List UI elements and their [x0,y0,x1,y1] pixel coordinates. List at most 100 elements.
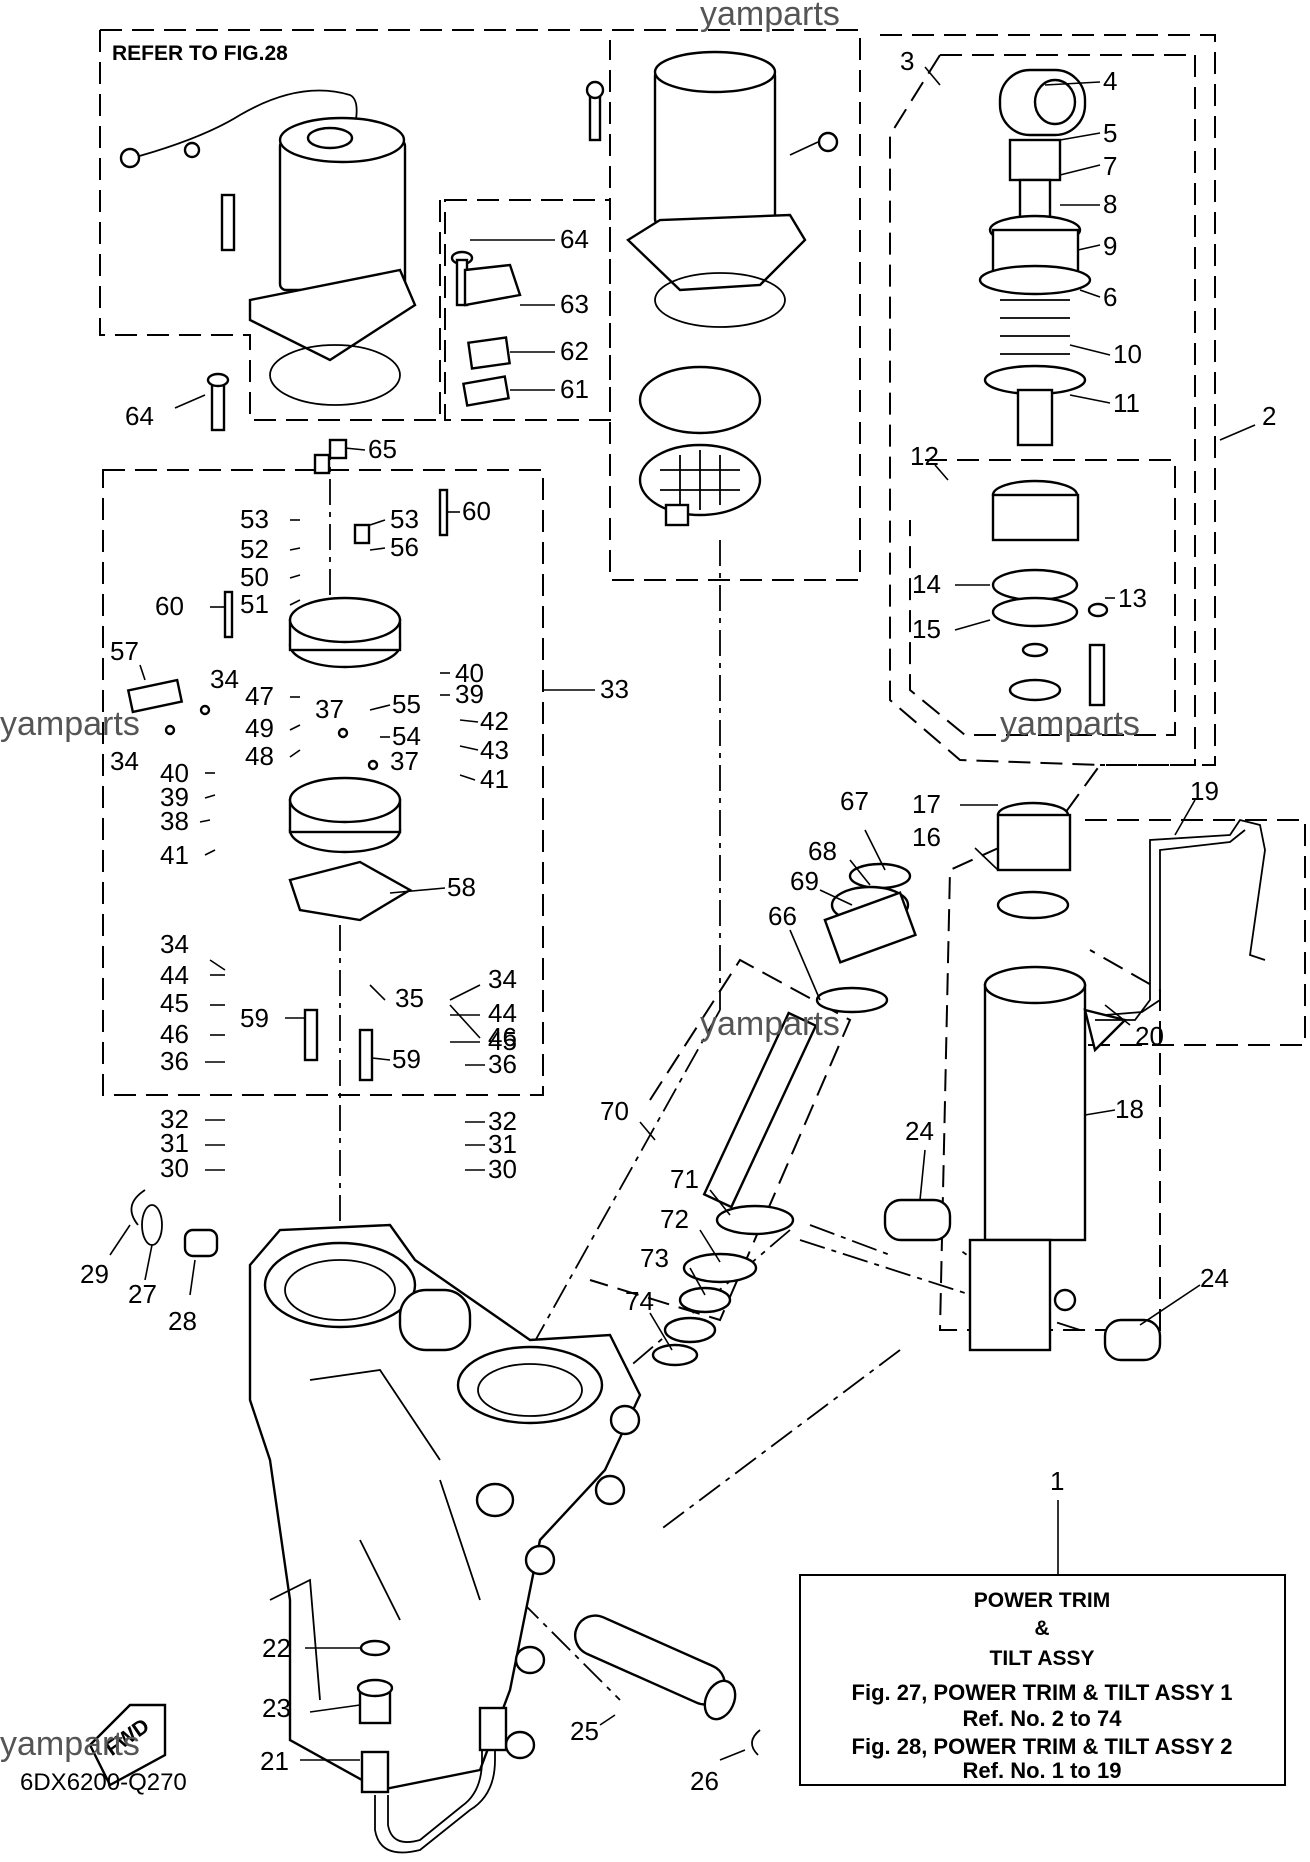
callout: 24 [905,1116,934,1146]
callout: 48 [245,741,274,771]
tilt-cylinder-assembly [883,68,1266,1362]
callout: 25 [570,1716,599,1746]
callout: 35 [395,983,424,1013]
callout: 18 [1115,1094,1144,1124]
callout: 49 [245,713,274,743]
motor-refer-fig28 [119,89,417,406]
callout: 59 [240,1003,269,1033]
callout: 45 [488,1026,517,1056]
callout: 62 [560,336,589,366]
callout: 72 [660,1204,689,1234]
callout: 24 [1200,1263,1229,1293]
diagram-code: 6DX6200-Q270 [20,1769,187,1796]
callout: 42 [480,706,509,736]
legend-title-2: & [1034,1617,1049,1640]
bottom-fittings [88,1189,761,1854]
callout: 19 [1190,776,1219,806]
callout: 34 [210,664,239,694]
callout: 44 [488,998,517,1028]
callout: 40 [455,658,484,688]
callout: 56 [390,532,419,562]
callout: 33 [600,674,629,704]
callout: 13 [1118,583,1147,613]
callout: 53 [390,504,419,534]
callout: 58 [447,872,476,902]
callout: 39 [160,782,189,812]
callout: 47 [245,681,274,711]
legend-fig27: Fig. 27, POWER TRIM & TILT ASSY 1 [852,1680,1233,1705]
callout: 41 [480,764,509,794]
callout: 10 [1113,339,1142,369]
callout: 27 [128,1279,157,1309]
callout: 37 [390,746,419,776]
callout: 60 [155,591,184,621]
callout: 46 [160,1019,189,1049]
callout: 9 [1103,231,1117,261]
callout: 2 [1262,401,1276,431]
callout: 7 [1103,151,1117,181]
callout: 31 [160,1128,189,1158]
callout: 74 [625,1286,654,1316]
main-housing [248,1223,737,1792]
legend: 1 POWER TRIM & TILT ASSY Fig. 27, POWER … [799,1466,1286,1786]
callout: 52 [240,534,269,564]
valve-body-assembly [126,250,522,1082]
piston-rod-assembly [651,862,917,1367]
watermark: yamparts [1000,705,1140,743]
callouts: 4 5 7 8 9 6 10 11 2 3 12 13 14 15 16 17 … [80,46,1276,1796]
callout: 36 [488,1049,517,1079]
callout: 20 [1135,1021,1164,1051]
callout: 65 [368,434,397,464]
callout: 12 [910,441,939,471]
callout: 29 [80,1259,109,1289]
watermark: yamparts [0,705,140,743]
callout: 55 [392,689,421,719]
callout: 51 [240,589,269,619]
callout: 60 [462,496,491,526]
callout: 28 [168,1306,197,1336]
callout: 22 [262,1633,291,1663]
callout: 38 [160,806,189,836]
callout: 14 [912,569,941,599]
callout: 23 [262,1693,291,1723]
callout: 15 [912,614,941,644]
callout: 8 [1103,189,1117,219]
callout: 32 [488,1106,517,1136]
callout: 31 [488,1129,517,1159]
callout: 66 [768,901,797,931]
callout: 59 [392,1044,421,1074]
callout: 70 [600,1096,629,1126]
callout: 37 [315,694,344,724]
callout: 64 [125,401,154,431]
callout: 46 [488,1022,517,1052]
callout: 34 [488,964,517,994]
callout: 73 [640,1243,669,1273]
callout: 64 [560,224,589,254]
refer-note: REFER TO FIG.28 [112,42,288,65]
callout: 63 [560,289,589,319]
legend-ref-number: 1 [1050,1466,1064,1496]
callout: 39 [455,679,484,709]
legend-fig28: Fig. 28, POWER TRIM & TILT ASSY 2 [852,1734,1233,1759]
callout: 61 [560,374,589,404]
callout: 43 [480,735,509,765]
callout: 32 [160,1104,189,1134]
callout: 34 [160,929,189,959]
callout: 41 [160,840,189,870]
callout: 30 [160,1153,189,1183]
callout: 45 [160,988,189,1018]
callout: 53 [240,504,269,534]
callout: 71 [670,1164,699,1194]
legend-title-3: TILT ASSY [990,1647,1095,1670]
group-boxes [99,29,1306,1331]
callout: 67 [840,786,869,816]
watermark: yamparts [700,1005,840,1043]
legend-fig28-ref: Ref. No. 1 to 19 [963,1758,1122,1783]
callout: 34 [110,746,139,776]
callout: 57 [110,636,139,666]
watermark: yamparts [0,1725,140,1763]
callout: 54 [392,721,421,751]
callout: 11 [1113,388,1140,418]
callout: 44 [160,960,189,990]
